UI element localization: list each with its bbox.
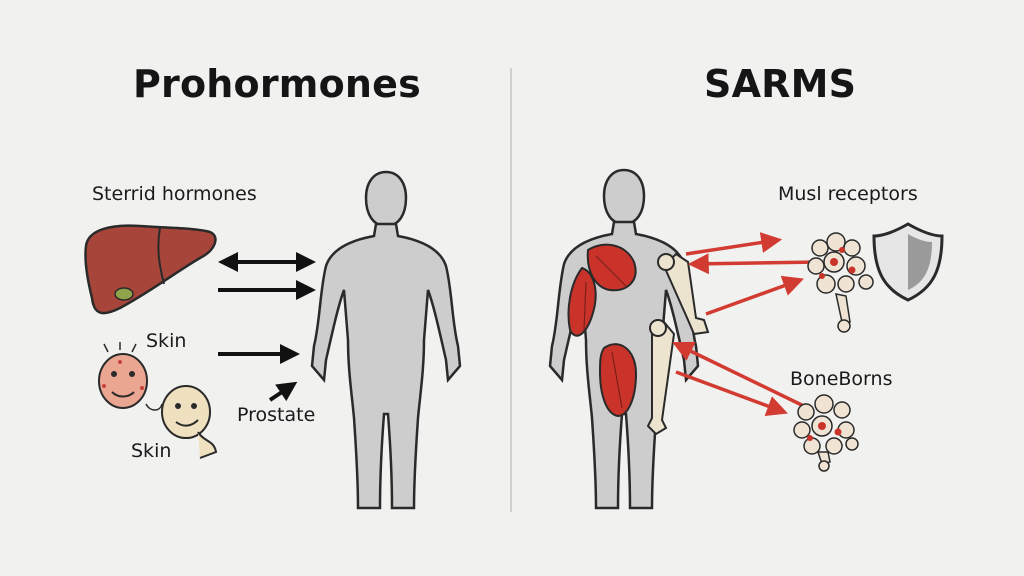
body-to-bone-arrow	[675, 370, 788, 417]
sarms-title: SARMS	[704, 62, 857, 106]
shield-icon	[872, 222, 944, 302]
prostate-arrow	[268, 381, 298, 402]
muscle-arrow	[685, 232, 783, 256]
prostate-label: Prostate	[237, 404, 316, 426]
prohormones-title: Prohormones	[133, 62, 421, 106]
muscle-receptors-label: Musl receptors	[778, 183, 918, 205]
human-silhouette-icon	[310, 170, 462, 510]
muscle-icon	[567, 243, 638, 418]
receptor-to-body-arrow	[687, 253, 821, 275]
face-icon	[145, 385, 218, 459]
steroid-hormones-label: Sterrid hormones	[92, 183, 257, 205]
skin-label-bottom: Skin	[131, 440, 172, 462]
face-icon	[98, 342, 148, 409]
left-arrows	[218, 252, 316, 402]
receptor-cell-icon	[807, 232, 874, 333]
bone-to-body-arrow	[672, 341, 813, 412]
panel-divider	[510, 68, 512, 512]
receptor-cell-icon	[793, 394, 859, 472]
body-to-receptor-arrow	[705, 275, 804, 316]
skin-label-top: Skin	[146, 330, 187, 352]
liver-icon	[84, 224, 217, 315]
bone-icon	[646, 252, 710, 436]
human-body-icon	[548, 168, 700, 510]
right-arrows	[672, 232, 821, 417]
bone-label: BoneBorns	[790, 368, 893, 390]
